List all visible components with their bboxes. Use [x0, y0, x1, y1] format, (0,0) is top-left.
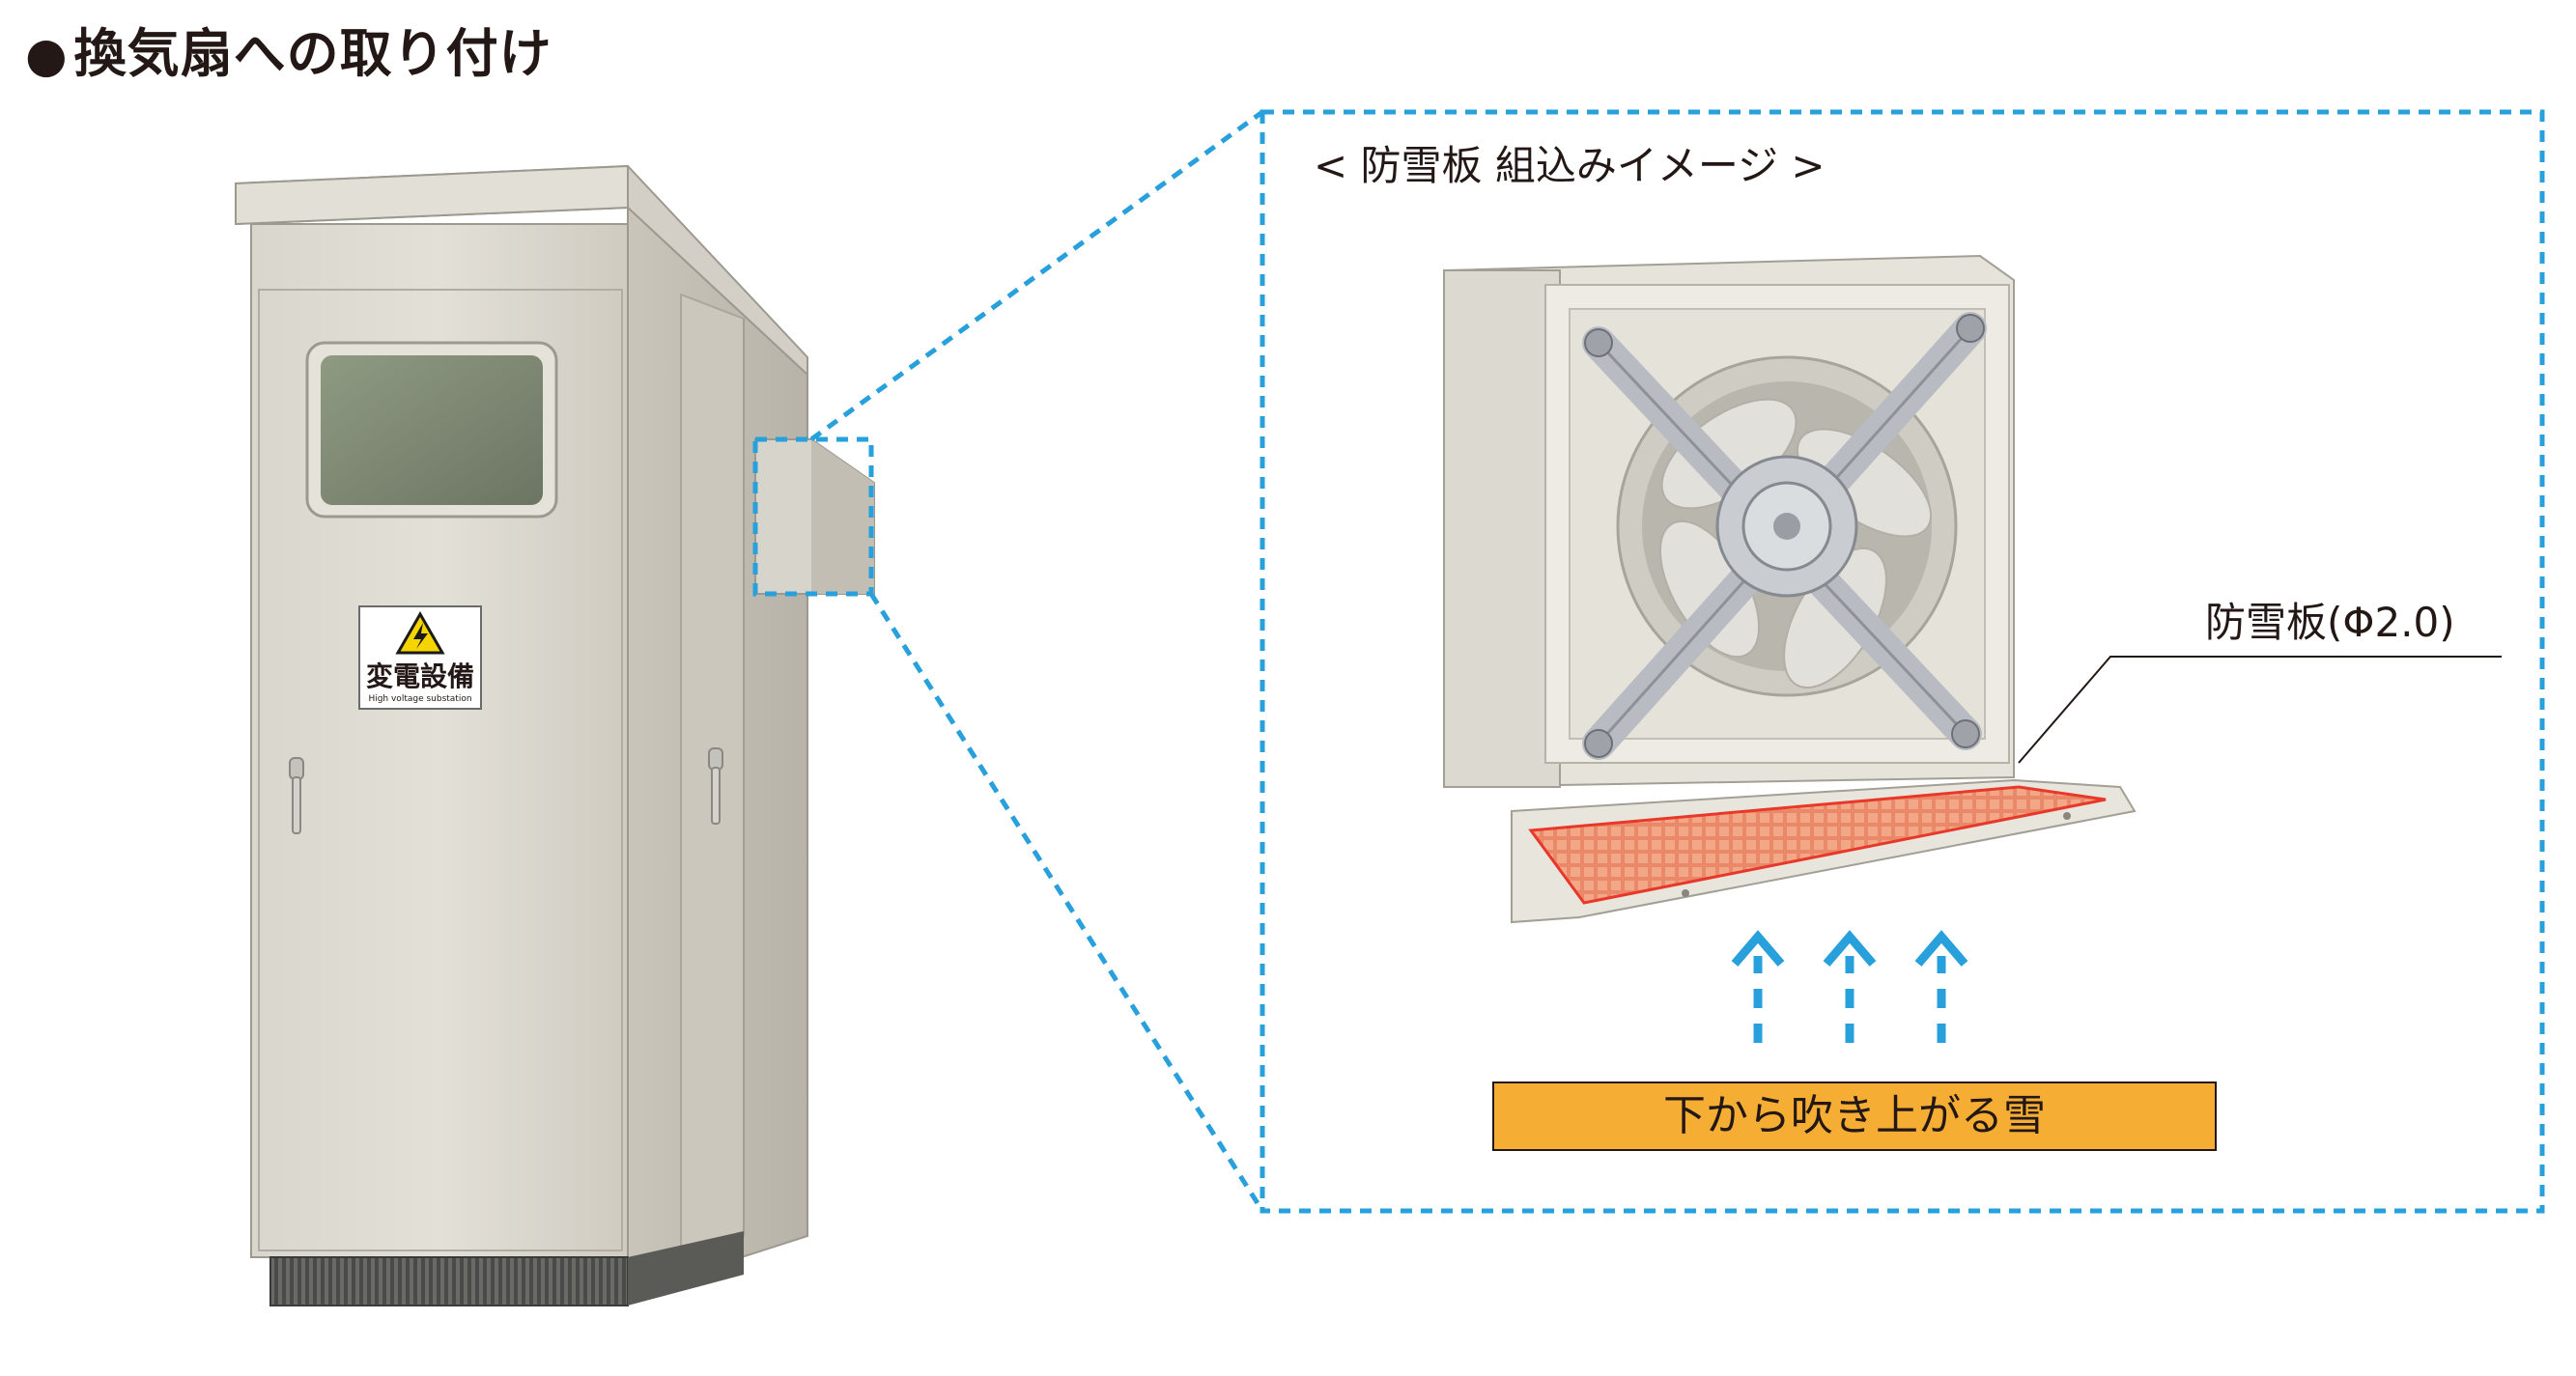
title-text: 換気扇への取り付け — [73, 23, 552, 84]
fan-assembly — [1443, 254, 2137, 924]
page-title: ●換気扇への取り付け — [25, 17, 552, 92]
blowing-snow-text: 下から吹き上がる雪 — [1663, 1091, 2046, 1140]
snow-arrows — [1731, 930, 1968, 1043]
snow-plate-label: 防雪板(Φ2.0) — [2205, 599, 2455, 646]
title-bullet: ● — [25, 27, 69, 83]
warning-sign-subtitle: High voltage substation — [368, 694, 472, 704]
zoom-callout — [752, 109, 2545, 1214]
substation-cabinet — [235, 164, 875, 1306]
snow-arrow-3 — [1914, 930, 1968, 1043]
plate-leader-line — [2018, 656, 2502, 764]
blowing-snow-label: 下から吹き上がる雪 — [1492, 1081, 2217, 1151]
detail-subtitle: < 防雪板 組込みイメージ > — [1314, 142, 1826, 189]
snow-arrow-2 — [1823, 930, 1877, 1043]
warning-sign-title: 変電設備 — [365, 660, 474, 692]
snow-arrow-1 — [1731, 930, 1785, 1043]
